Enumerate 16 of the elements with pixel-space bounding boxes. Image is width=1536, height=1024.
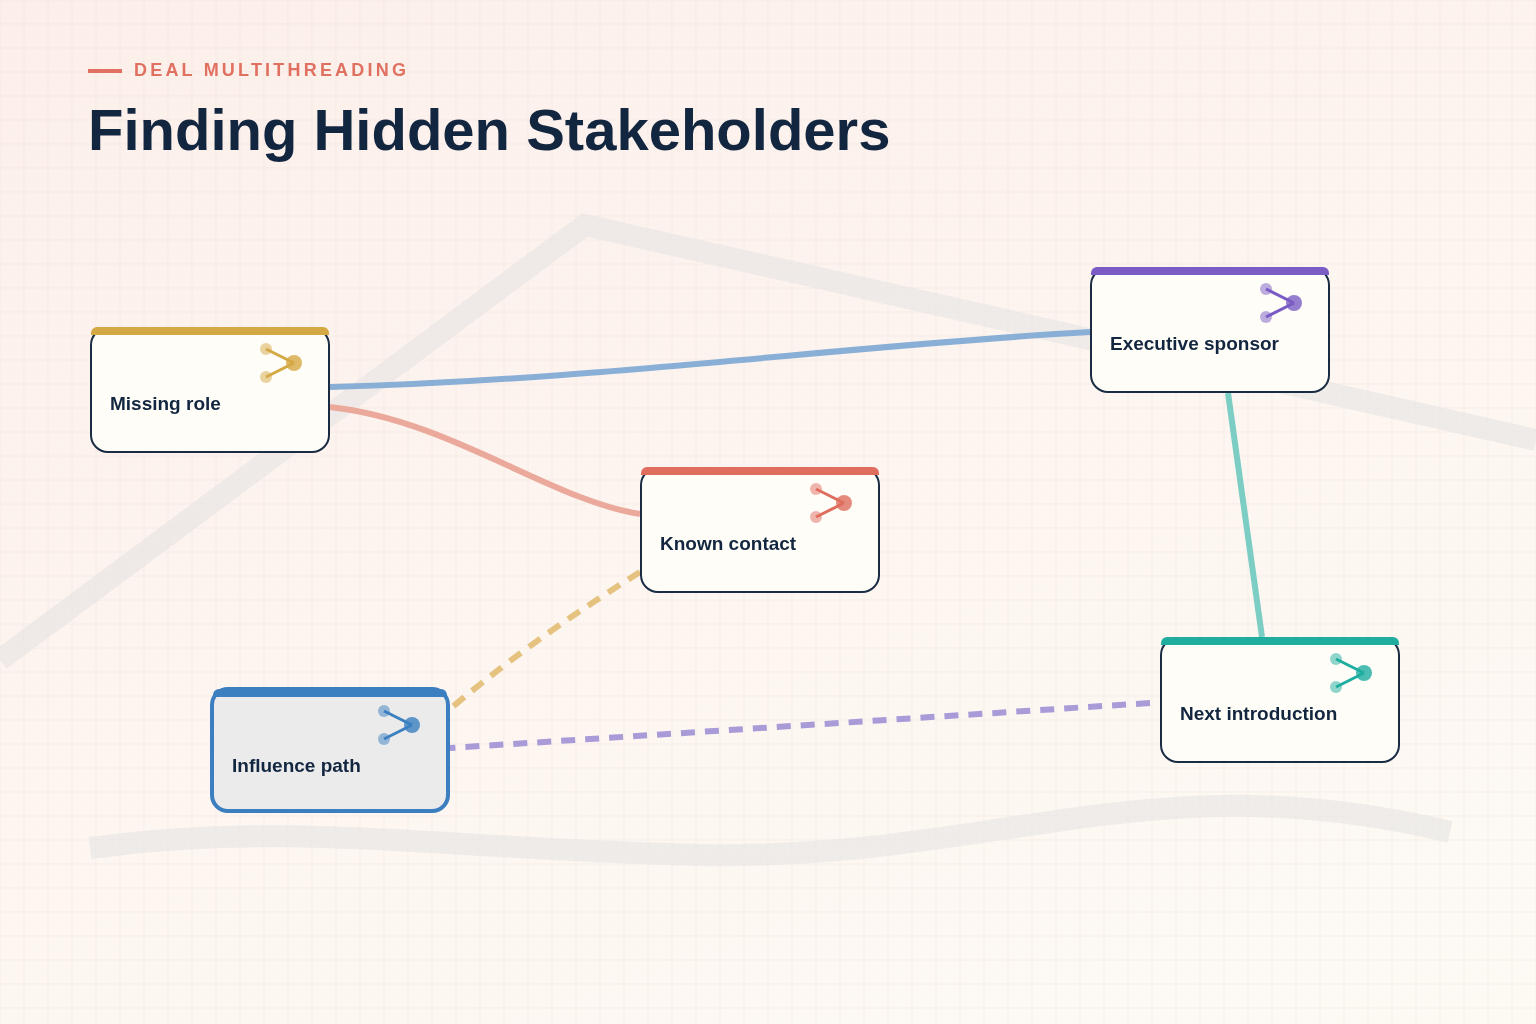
connector-line (329, 329, 1091, 390)
card-label: Known contact (660, 533, 797, 555)
stakeholder-card (1160, 637, 1400, 763)
title: Finding Hidden Stakeholders (88, 96, 891, 163)
stakeholder-card (90, 327, 330, 453)
kicker-label: DEAL MULTITHREADING (134, 60, 410, 81)
card-label: Executive sponsor (1110, 333, 1279, 355)
card-label: Influence path (232, 755, 361, 777)
connector-line (329, 404, 641, 517)
connector-line (1225, 392, 1265, 638)
dashed-connector (449, 700, 1151, 751)
stakeholder-card (210, 687, 450, 813)
card-label: Next introduction (1180, 703, 1338, 725)
stakeholder-card (1090, 267, 1330, 393)
stakeholder-card (640, 467, 880, 593)
card-label: Missing role (110, 393, 221, 415)
